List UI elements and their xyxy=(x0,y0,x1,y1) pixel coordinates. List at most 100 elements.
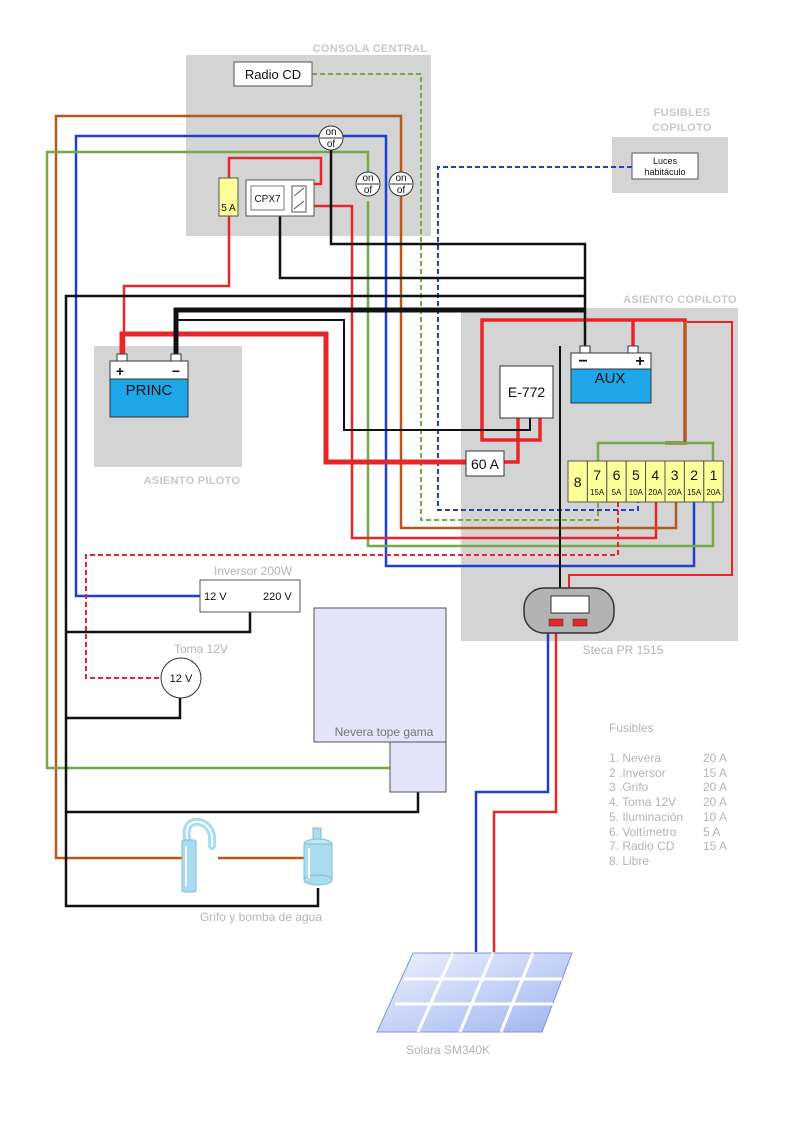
legend-fuse-amp: 20 A xyxy=(703,780,728,795)
legend-fuse-name: 2 .Inversor xyxy=(609,765,666,780)
legend-fuse-amp: 15 A xyxy=(703,765,728,780)
luces-label-1: Luces xyxy=(653,156,678,166)
fuse-slot-1 xyxy=(703,460,724,503)
solar-panel-icon xyxy=(376,952,573,1033)
wire-red-dashed xyxy=(85,502,619,679)
steca-label: Steca PR 1515 xyxy=(583,643,664,657)
radio-cd-label: Radio CD xyxy=(245,67,301,82)
inversor-title: Inversor 200W xyxy=(214,564,293,578)
fuse-5a-label: 5 A xyxy=(221,203,236,214)
princ-label: PRINC xyxy=(126,382,173,399)
wire-red-steca xyxy=(568,321,733,590)
aux-minus: − xyxy=(578,353,587,370)
radio-cd-box xyxy=(233,61,313,87)
aux-label: AUX xyxy=(595,370,626,387)
legend-row: 2 .Inversor 15 A xyxy=(609,766,743,781)
battery-princ: + − PRINC xyxy=(109,353,189,418)
steca-controller xyxy=(523,587,615,634)
wire-black-nevera xyxy=(66,792,420,814)
switch-top-on: on xyxy=(325,127,336,138)
nevera-label: Nevera tope gama xyxy=(335,725,434,739)
fuse-5a xyxy=(218,177,239,217)
legend-fuse-name: 4. Toma 12V xyxy=(609,795,677,810)
wire-red-60a xyxy=(504,418,520,464)
switch-right-on: on xyxy=(395,173,406,184)
princ-minus: − xyxy=(172,363,180,379)
relay-icon xyxy=(291,185,307,213)
switch-right: on of xyxy=(388,171,414,197)
wires xyxy=(45,73,733,952)
wire-black-e772 xyxy=(176,319,531,431)
wire-red-main xyxy=(119,331,467,465)
fuse-slot-amperage: 20A xyxy=(648,488,663,497)
legend-row: 4. Toma 12V 20 A xyxy=(609,795,743,810)
wire-blue-consola xyxy=(341,134,696,568)
fuse-slot-number: 4 xyxy=(651,467,659,483)
switch-left-of: of xyxy=(364,185,373,196)
luces-habitaculo-box xyxy=(631,152,699,180)
legend-fuse-name: 5. Iluminación xyxy=(609,809,684,824)
wire-black-main-thick xyxy=(173,307,585,354)
wire-brown-grifo xyxy=(54,114,403,860)
legend-fuse-name: 6. Voltímetro xyxy=(609,824,677,839)
zone-copiloto-label: ASIENTO COPILOTO xyxy=(623,294,737,306)
fuse-slot-amperage: 15A xyxy=(687,488,702,497)
aux-plus: + xyxy=(635,353,644,370)
legend-title: Fusibles xyxy=(609,721,654,735)
fuse-slot-number: 6 xyxy=(613,467,621,483)
fuse-slot-amperage: 20A xyxy=(706,488,721,497)
wire-blue-solar xyxy=(474,633,550,952)
legend-fuse-amp: 10 A xyxy=(703,809,728,824)
legend-fuse-amp xyxy=(703,854,743,869)
inversor-12v: 12 V xyxy=(204,591,227,603)
grifo-label: Grifo y bomba de agua xyxy=(200,910,322,924)
wire-red-cpx xyxy=(306,204,658,540)
fuse-slot-amperage: 20A xyxy=(668,488,683,497)
nevera-box xyxy=(313,607,447,743)
wire-red-solar xyxy=(492,633,558,952)
wire-brown-fusebox xyxy=(399,194,678,530)
battery-aux: − + AUX xyxy=(570,345,652,404)
wire-blue-dashed xyxy=(437,166,639,511)
zone-piloto-label: ASIENTO PILOTO xyxy=(144,475,241,487)
wire-green-dashed xyxy=(312,73,599,521)
wire-black-return xyxy=(64,294,585,908)
legend-fuse-amp: 20 A xyxy=(703,751,728,765)
wire-black-toma xyxy=(66,698,182,720)
zone-fusibles-label: FUSIBLES xyxy=(654,107,711,119)
zone-consola-label: CONSOLA CENTRAL xyxy=(313,43,428,55)
e772-box xyxy=(499,365,554,419)
fuse-60a-label: 60 A xyxy=(471,456,500,472)
legend-fuse-amp: 15 A xyxy=(703,839,728,854)
fuse-slot-number: 2 xyxy=(690,467,698,483)
inversor-box xyxy=(199,579,301,613)
cpx7-label: CPX7 xyxy=(254,194,281,205)
switch-right-of: of xyxy=(397,185,406,196)
water-pump-icon xyxy=(303,827,333,886)
faucet-icon xyxy=(181,817,217,893)
princ-plus: + xyxy=(116,363,124,379)
wire-red-e772 xyxy=(480,318,687,442)
wire-black-inversor xyxy=(66,612,252,634)
fuse-slot-number: 8 xyxy=(574,474,582,490)
fuse-slot-amperage: 15A xyxy=(590,488,605,497)
e772-label: E-772 xyxy=(508,384,546,400)
switch-top: on of xyxy=(318,125,344,151)
solar-label: Solara SM340K xyxy=(406,1043,490,1057)
nevera-base xyxy=(389,741,447,793)
inversor-220v: 220 V xyxy=(263,591,292,603)
fuse-slot-amperage: 5A xyxy=(612,488,622,497)
luces-label-2: habitáculo xyxy=(644,167,685,177)
switch-top-of: of xyxy=(327,139,336,150)
wire-red-5a xyxy=(227,156,323,186)
fuse-slot-number: 1 xyxy=(710,467,718,483)
legend-fuse-name: 8. Libre xyxy=(609,853,650,868)
switch-left: on of xyxy=(355,171,381,197)
legend-fuse-amp: 20 A xyxy=(703,795,728,810)
wire-green-nevera xyxy=(45,150,390,770)
